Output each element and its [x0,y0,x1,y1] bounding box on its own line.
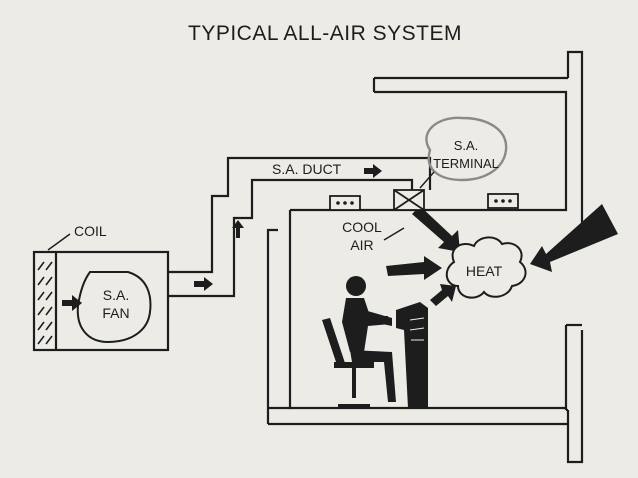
terminal-highlight-circle [425,116,508,182]
arrow-up-duct [232,220,244,238]
chair-pedestal [352,368,356,398]
arrow-occupant-heat [386,256,442,280]
arrow-solar-heat [530,204,618,272]
cool-air-leader-line [383,227,405,241]
ceiling-diffusers [329,193,519,211]
exterior-wall-lower [566,330,584,464]
chair-base [338,404,370,408]
arrow-equipment-heat [430,284,456,306]
terminal-box-icon [393,189,425,211]
terminal-leader-line [419,171,435,189]
arrow-out-ahu [194,277,213,291]
occupant-head [346,276,366,296]
fan-label-line1: S.A. [103,287,129,303]
cool-air-label-line2: AIR [350,237,373,253]
occupant-torso [342,298,390,352]
chair-seat [334,362,374,368]
chair-back [322,318,346,368]
occupant-legs [350,350,396,402]
fan-label-line2: FAN [102,305,129,321]
coil-leader-line [47,233,71,251]
cool-air-label-line1: COOL [342,219,382,235]
arrow-along-duct [364,164,382,178]
fan-icon [76,271,152,344]
coil-label: COIL [74,223,107,239]
duct-outer-line [168,156,432,274]
supply-air-duct [168,156,432,298]
terminal-label-line1: S.A. [454,138,479,153]
occupant-arm [362,310,392,326]
airflow-arrows [62,164,618,311]
coil-fins-icon [37,261,53,345]
left-wall-outer [266,228,278,408]
ceiling-line [290,90,568,212]
diagram-title: TYPICAL ALL-AIR SYSTEM [188,22,462,45]
duct-label: S.A. DUCT [272,161,342,177]
building-structure [266,50,584,464]
exterior-wall-upper [566,50,584,232]
desk-detail [409,317,425,341]
arrow-into-fan [62,295,82,311]
occupant-at-desk-icon [322,276,428,408]
heat-label: HEAT [466,263,503,279]
air-handling-unit [32,250,170,352]
ahu-casing [32,250,170,352]
arrow-cool-air [412,206,460,252]
heat-cloud-icon [445,236,527,299]
duct-inner-line [168,178,414,298]
terminal-label-line2: TERMINAL [433,156,499,171]
